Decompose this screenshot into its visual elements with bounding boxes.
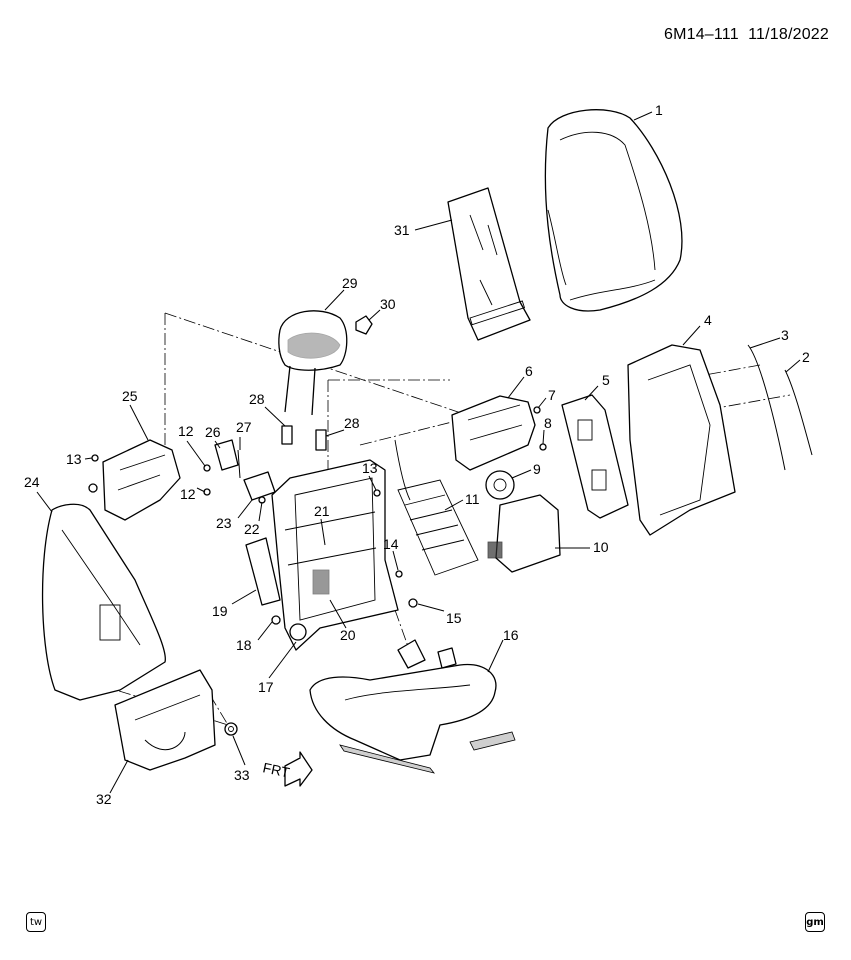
- callout-19: 19: [212, 603, 228, 619]
- callout-32: 32: [96, 791, 112, 807]
- callout-13b: 13: [362, 460, 378, 476]
- callout-13a: 13: [66, 451, 82, 467]
- leader-lines: [36, 111, 801, 794]
- callout-18: 18: [236, 637, 252, 653]
- callout-30: 30: [380, 296, 396, 312]
- part-10-lumbar-module: [487, 494, 561, 573]
- part-33-ring: [224, 722, 238, 736]
- callout-29: 29: [342, 275, 358, 291]
- callout-16: 16: [503, 627, 519, 643]
- part-9-lumbar-motor: [485, 470, 515, 500]
- part-28-guides: [281, 425, 327, 451]
- front-arrow: FRT: [261, 751, 313, 787]
- part-5-lumbar-pad: [561, 394, 629, 519]
- callout-12a: 12: [178, 423, 194, 439]
- part-30-guide-clip: [355, 315, 373, 335]
- part-6-upper-trim: [451, 395, 536, 471]
- diagram-date: 11/18/2022: [748, 26, 829, 43]
- callout-31: 31: [394, 222, 410, 238]
- callout-28a: 28: [249, 391, 265, 407]
- diagram-header: 6M14–111 11/18/2022: [664, 26, 829, 44]
- callout-9: 9: [533, 461, 541, 477]
- tw-badge-icon: tw: [26, 912, 46, 932]
- fasteners-13: [88, 454, 381, 497]
- part-18-grommet: [271, 615, 281, 625]
- callout-23: 23: [216, 515, 232, 531]
- callout-12b: 12: [180, 486, 196, 502]
- callout-33: 33: [234, 767, 250, 783]
- callout-17: 17: [258, 679, 274, 695]
- part-29-headrest: [278, 310, 348, 416]
- part-4-back-panel: [627, 344, 736, 536]
- recliner-mechanism: [203, 439, 276, 504]
- parts-14-15: [395, 570, 418, 608]
- callout-6: 6: [525, 363, 533, 379]
- part-11-spring-mat: [394, 439, 479, 576]
- callout-2: 2: [802, 349, 810, 365]
- callout-1: 1: [655, 102, 663, 118]
- callout-11: 11: [465, 491, 480, 507]
- callout-15: 15: [446, 610, 462, 626]
- callout-24: 24: [24, 474, 40, 490]
- callout-25: 25: [122, 388, 138, 404]
- callout-27: 27: [236, 419, 252, 435]
- callout-21: 21: [314, 503, 330, 519]
- callout-7: 7: [548, 387, 556, 403]
- part-25-side-shield: [102, 439, 181, 521]
- part-16-seat-cushion: [309, 639, 516, 774]
- front-arrow-label: FRT: [261, 759, 291, 780]
- callout-22: 22: [244, 521, 260, 537]
- seatback-frame: [271, 459, 399, 651]
- callout-labels: 1 2 3 4 5 6 7 8 9 10 11 12 12 13 13 14 1…: [24, 102, 810, 807]
- callout-5: 5: [602, 372, 610, 388]
- callout-26: 26: [205, 424, 221, 440]
- gm-logo-icon: gm: [805, 912, 825, 932]
- part-32-lower-shield: [114, 669, 216, 771]
- callout-28b: 28: [344, 415, 360, 431]
- part-31-back-panel: [447, 187, 531, 341]
- part-2-3-rods: [747, 344, 813, 471]
- callout-8: 8: [544, 415, 552, 431]
- diagram-code: 6M14–111: [663, 26, 739, 43]
- part-19-side-pad: [245, 537, 281, 606]
- part-24-back-shell: [41, 503, 166, 701]
- callout-20: 20: [340, 627, 356, 643]
- part-1-seatback-cover: [544, 109, 683, 312]
- callout-10: 10: [593, 539, 609, 555]
- callout-3: 3: [781, 327, 789, 343]
- callout-4: 4: [704, 312, 712, 328]
- callout-14: 14: [383, 536, 399, 552]
